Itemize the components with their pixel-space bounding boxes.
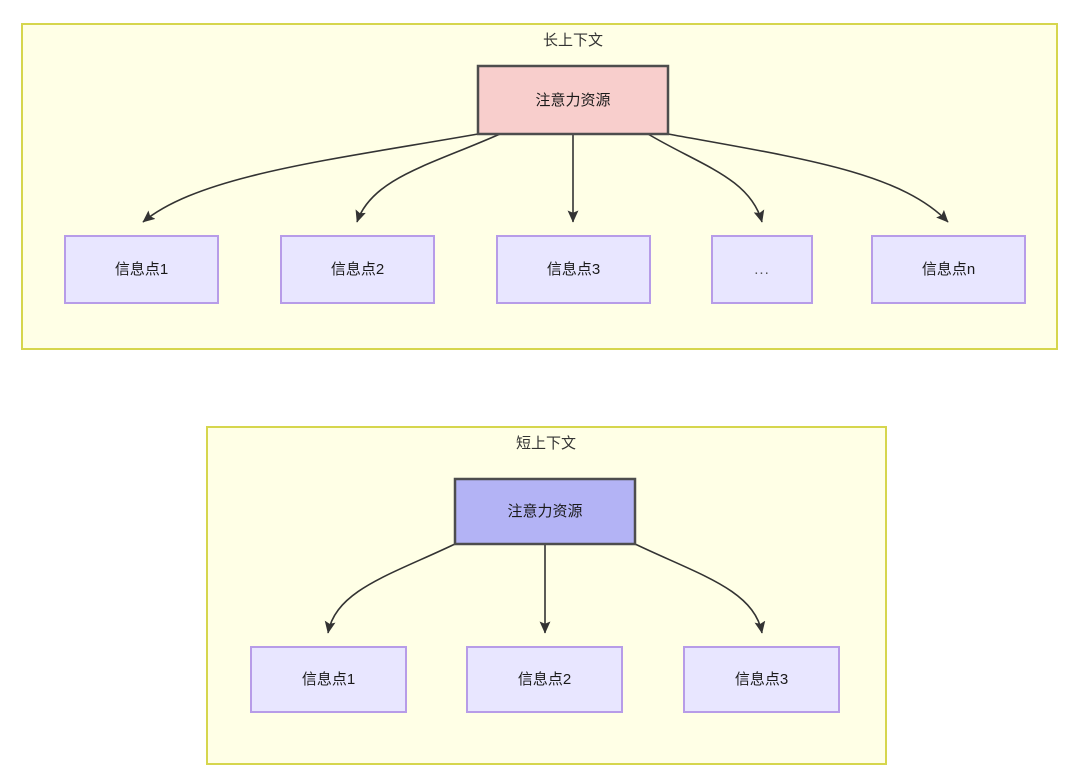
edge-short-root-to-info-1 [324,543,456,634]
info-box-short-1[interactable] [250,646,407,713]
info-node-short-2[interactable]: 信息点2 [466,646,623,713]
attention-node-short-context[interactable]: 注意力资源 [453,477,637,546]
panel-title-short-context: 短上下文 [516,435,576,452]
edge-root-to-info-ellipsis [647,133,765,223]
info-label-long-n: 信息点n [922,261,975,278]
info-label-long-1: 信息点1 [115,261,168,278]
info-box-long-2[interactable] [280,235,435,304]
panel-long-context: 长上下文 注意力资源 信息点1 信息点2 [21,23,1058,350]
info-box-long-ellipsis[interactable] [711,235,813,304]
edge-root-to-info-n [667,133,949,223]
info-label-short-2: 信息点2 [518,671,571,688]
edge-group-long-context [142,133,949,223]
info-node-long-1[interactable]: 信息点1 [64,235,219,304]
info-box-long-n[interactable] [871,235,1026,304]
info-node-long-n[interactable]: 信息点n [871,235,1026,304]
info-node-short-1[interactable]: 信息点1 [250,646,407,713]
info-label-short-1: 信息点1 [302,671,355,688]
info-label-short-3: 信息点3 [735,671,788,688]
info-node-long-ellipsis[interactable]: ... [711,235,813,304]
info-node-long-3[interactable]: 信息点3 [496,235,651,304]
edge-group-short-context [324,543,766,634]
info-label-long-2: 信息点2 [331,261,384,278]
edge-root-to-info-1 [142,133,479,223]
attention-box-short[interactable] [453,477,637,546]
edge-short-root-to-info-3 [634,543,766,634]
attention-box-long[interactable] [476,64,670,136]
attention-label-short: 注意力资源 [507,502,582,520]
panel-title-long-context: 长上下文 [543,32,603,49]
attention-label-long: 注意力资源 [535,91,610,109]
info-box-long-3[interactable] [496,235,651,304]
info-box-long-1[interactable] [64,235,219,304]
info-node-short-3[interactable]: 信息点3 [683,646,840,713]
edge-root-to-info-2 [355,133,501,223]
info-node-long-2[interactable]: 信息点2 [280,235,435,304]
info-box-short-3[interactable] [683,646,840,713]
panel-short-context: 短上下文 注意力资源 信息点1 信息点2 信息点3 [206,426,887,765]
info-label-long-3: 信息点3 [547,261,600,278]
attention-node-long-context[interactable]: 注意力资源 [476,64,670,136]
panel-frame-short-context [206,426,887,765]
info-label-long-ellipsis: ... [754,261,770,278]
info-box-short-2[interactable] [466,646,623,713]
